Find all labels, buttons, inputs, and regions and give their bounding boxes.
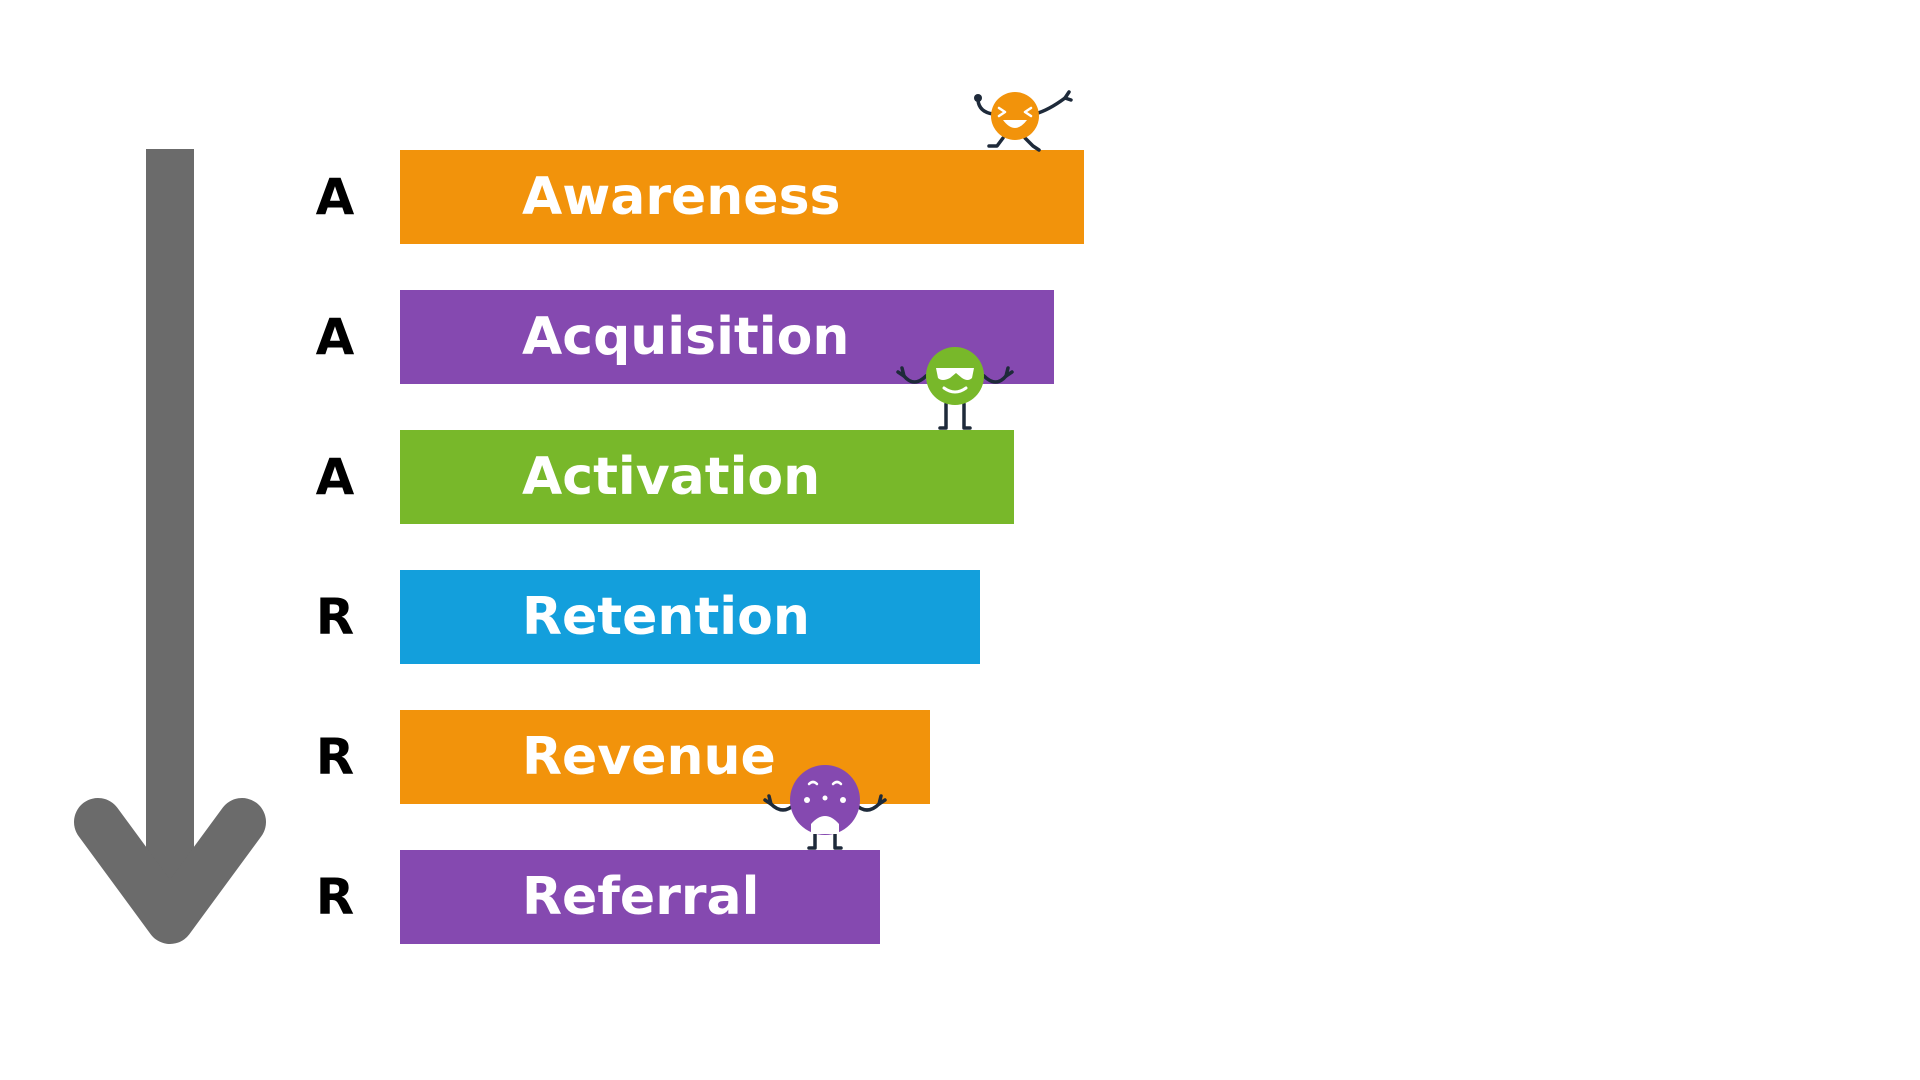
stage-label-revenue: Revenue	[522, 727, 776, 787]
stage-letter-revenue: R	[315, 728, 355, 786]
green-mascot-body	[926, 347, 984, 405]
stage-label-activation: Activation	[522, 447, 821, 507]
stage-letter-awareness: A	[315, 168, 355, 226]
stage-bar-retention	[400, 570, 980, 664]
arrow-head	[74, 798, 266, 944]
stage-label-acquisition: Acquisition	[522, 307, 850, 367]
purple-mascot-icon	[763, 765, 887, 850]
stage-bar-referral	[400, 850, 880, 944]
green-mascot-icon	[896, 347, 1014, 430]
stage-label-referral: Referral	[522, 867, 760, 927]
stage-letter-activation: A	[315, 448, 355, 506]
stage-letter-acquisition: A	[315, 308, 355, 366]
stage-label-awareness: Awareness	[522, 167, 841, 227]
stage-bar-awareness	[400, 150, 1084, 244]
orange-mascot-icon	[974, 90, 1073, 152]
arrow-shaft	[146, 149, 194, 909]
stage-label-retention: Retention	[522, 587, 810, 647]
stage-letter-retention: R	[315, 588, 355, 646]
stage-bar-activation	[400, 430, 1014, 524]
stage-letter-referral: R	[315, 868, 355, 926]
orange-mascot-body	[991, 92, 1039, 140]
down-arrow-icon	[74, 149, 266, 944]
